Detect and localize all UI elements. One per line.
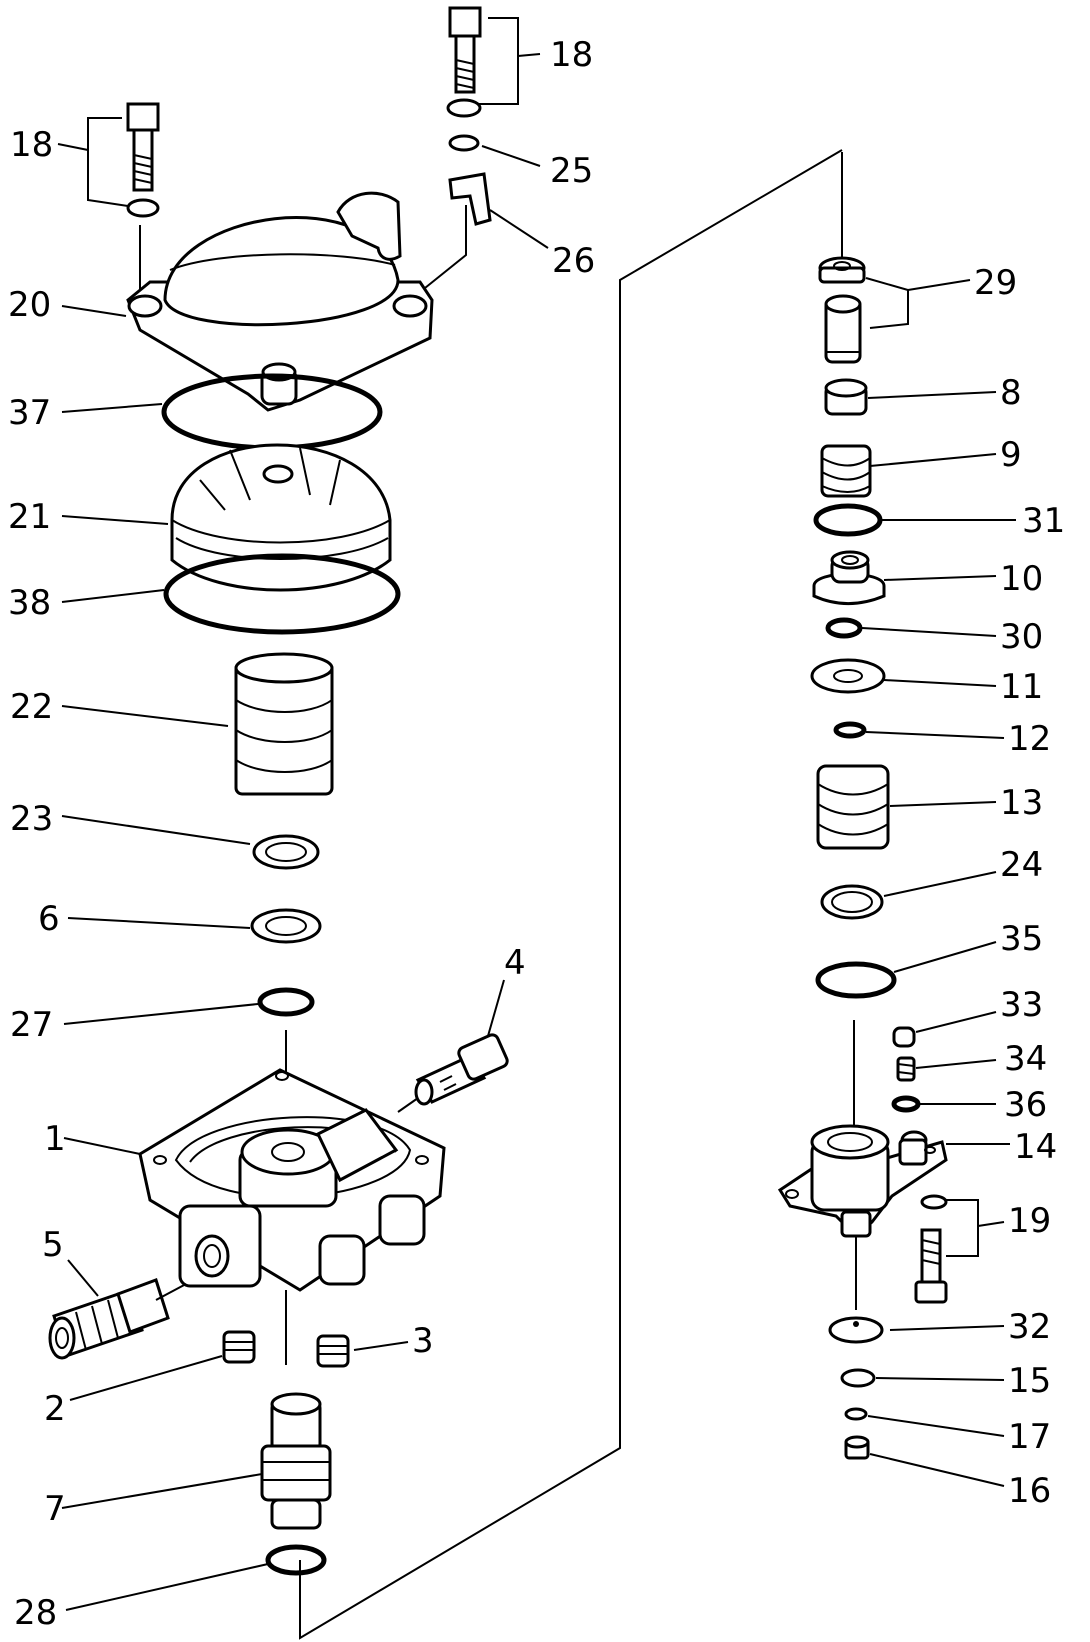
part-4-plug: 4	[397, 943, 526, 1113]
part-34-spring: 34	[896, 1039, 1047, 1082]
part-19-bolt: 19	[914, 1194, 1051, 1304]
part-21-piston: 21	[8, 443, 392, 592]
callout-6: 6	[38, 899, 60, 939]
callout-11: 11	[1000, 667, 1043, 707]
callout-2: 2	[44, 1389, 66, 1429]
callout-20: 20	[8, 285, 51, 325]
part-15-washer: 15	[840, 1361, 1051, 1401]
callout-4: 4	[504, 943, 526, 983]
callout-3: 3	[412, 1321, 434, 1361]
part-11-disc: 11	[810, 658, 1043, 707]
part-3-plug: 3	[316, 1321, 434, 1368]
callout-27: 27	[10, 1005, 53, 1045]
callout-38: 38	[8, 583, 51, 623]
part-26-bracket: 26	[448, 172, 595, 281]
callout-10: 10	[1000, 559, 1043, 599]
part-33-cap: 33	[892, 985, 1043, 1048]
callout-30: 30	[1000, 617, 1043, 657]
callout-17: 17	[1008, 1417, 1051, 1457]
part-2-plug: 2	[44, 1330, 256, 1429]
callout-23: 23	[10, 799, 53, 839]
callout-18-top: 18	[550, 35, 593, 75]
part-38-ring: 38	[8, 553, 401, 635]
callout-14: 14	[1014, 1127, 1057, 1167]
part-14-housing: 14	[777, 1124, 1057, 1239]
callout-34: 34	[1004, 1039, 1047, 1079]
part-27-ring: 27	[10, 987, 315, 1045]
part-5-fitting: 5	[42, 1225, 187, 1360]
part-32-diaphragm: 32	[828, 1307, 1051, 1347]
callout-13: 13	[1000, 783, 1043, 823]
callout-35: 35	[1000, 919, 1043, 959]
part-22-spring: 22	[10, 652, 334, 796]
part-17-washer: 17	[844, 1407, 1051, 1457]
callout-19: 19	[1008, 1201, 1051, 1241]
callout-9: 9	[1000, 435, 1022, 475]
part-12-ring: 12	[833, 719, 1051, 759]
part-6-washer: 6	[38, 899, 322, 944]
part-18-bolt-left: 18	[10, 102, 160, 218]
callout-29: 29	[974, 263, 1017, 303]
part-7-valve: 7	[44, 1392, 332, 1530]
part-35-ring: 35	[815, 919, 1043, 999]
callout-36: 36	[1004, 1085, 1047, 1125]
part-28-ring: 28	[14, 1544, 327, 1633]
callout-1: 1	[44, 1119, 66, 1159]
callout-37: 37	[8, 393, 51, 433]
callout-15: 15	[1008, 1361, 1051, 1401]
callout-28: 28	[14, 1593, 57, 1633]
part-24-washer: 24	[820, 845, 1043, 920]
callout-22: 22	[10, 687, 53, 727]
callout-33: 33	[1000, 985, 1043, 1025]
part-13-spring: 13	[816, 764, 1043, 850]
part-36-ring: 36	[891, 1085, 1047, 1125]
part-8-collar: 8	[824, 373, 1022, 416]
callout-31: 31	[1022, 501, 1065, 541]
callout-18-left: 18	[10, 125, 53, 165]
part-31-ring: 31	[813, 501, 1065, 541]
part-18-bolt-top: 18	[446, 6, 593, 152]
part-16-screw: 16	[844, 1435, 1051, 1511]
callout-25: 25	[550, 151, 593, 191]
callout-21: 21	[8, 497, 51, 537]
part-29-seat: 29	[818, 256, 1017, 364]
callout-24: 24	[1000, 845, 1043, 885]
part-10-retainer: 10	[812, 550, 1043, 605]
callout-7: 7	[44, 1489, 66, 1529]
callout-5: 5	[42, 1225, 64, 1265]
part-20-cover: 20	[8, 191, 434, 412]
callout-12: 12	[1008, 719, 1051, 759]
part-23-washer: 23	[10, 799, 320, 870]
callout-16: 16	[1008, 1471, 1051, 1511]
callout-32: 32	[1008, 1307, 1051, 1347]
part-25: 25	[481, 145, 593, 191]
part-30-ring: 30	[825, 617, 1043, 657]
callout-26: 26	[552, 241, 595, 281]
callout-8: 8	[1000, 373, 1022, 413]
part-1-body: 1	[44, 1068, 446, 1292]
part-9-spring: 9	[820, 435, 1022, 498]
assembly-frame	[139, 149, 857, 1640]
